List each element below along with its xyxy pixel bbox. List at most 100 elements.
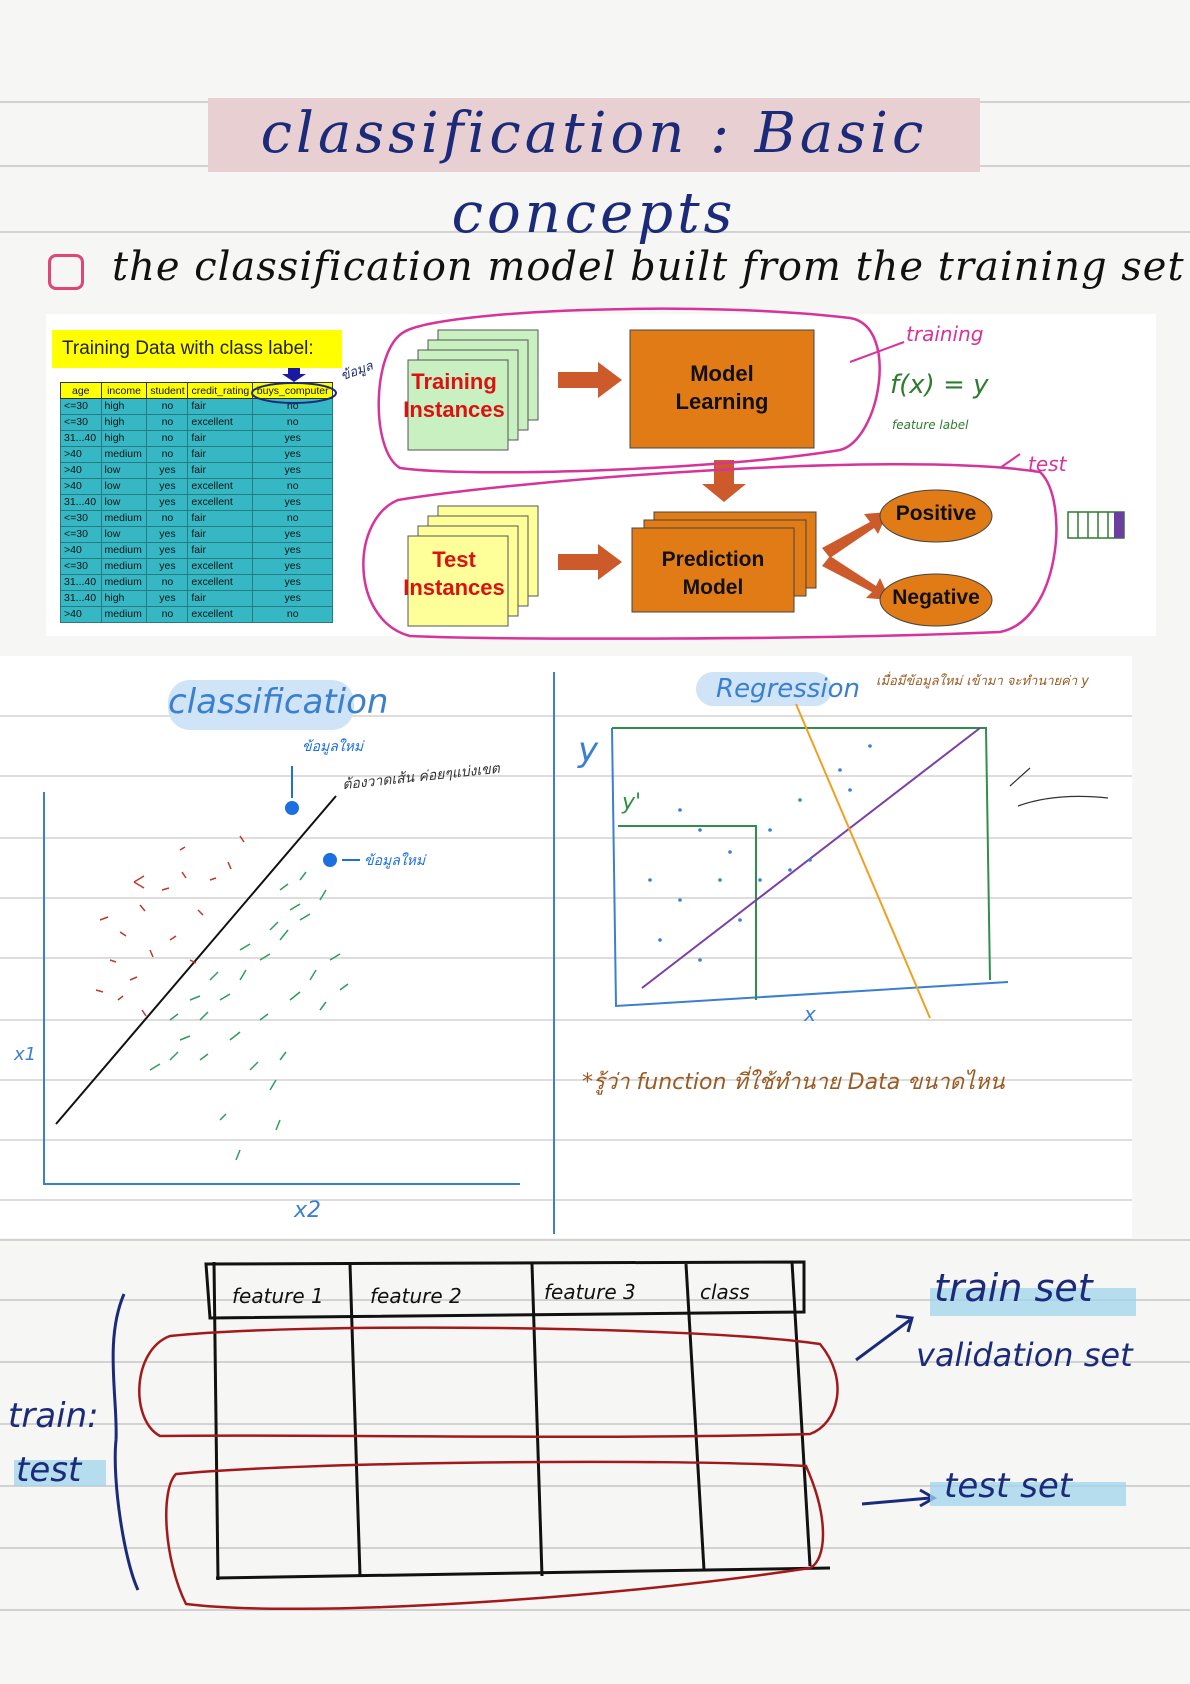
regression-points bbox=[648, 744, 872, 962]
page-title: classification : Basic concepts bbox=[260, 101, 928, 246]
prediction-word: Prediction bbox=[661, 548, 765, 571]
x2-label: x2 bbox=[294, 1198, 322, 1223]
table-cell: >40 bbox=[60, 606, 102, 623]
split-header-class: class bbox=[700, 1280, 750, 1304]
table-cell: excellent bbox=[187, 478, 254, 495]
prediction-model-box bbox=[631, 527, 795, 613]
training-instances-stack bbox=[407, 329, 539, 451]
table-cell: yes bbox=[252, 542, 333, 559]
table-cell: yes bbox=[252, 574, 333, 591]
checkbox-icon bbox=[48, 254, 84, 290]
training-note: training bbox=[906, 322, 984, 346]
table-cell: yes bbox=[252, 494, 333, 511]
brace bbox=[111, 1293, 140, 1591]
table-cell: 31...40 bbox=[60, 574, 102, 591]
split-header-feature-1: feature 1 bbox=[232, 1284, 324, 1308]
table-header-cell: credit_rating bbox=[187, 382, 254, 399]
training-loop bbox=[377, 307, 881, 474]
test-loop bbox=[362, 463, 1058, 640]
table-cell: medium bbox=[100, 510, 148, 527]
down-arrow-icon bbox=[702, 460, 746, 502]
classification-note: classification bbox=[168, 682, 389, 722]
table-cell: low bbox=[100, 478, 148, 495]
positive-ellipse bbox=[879, 489, 993, 543]
table-cell: yes bbox=[146, 494, 189, 511]
table-cell: high bbox=[100, 430, 148, 447]
arrow-icon bbox=[558, 362, 622, 398]
sketch-panel bbox=[0, 656, 1132, 1238]
prediction-model-label: Prediction Model bbox=[632, 546, 794, 602]
instances-word: Instances bbox=[403, 397, 505, 422]
table-cell: yes bbox=[146, 462, 189, 479]
new-data-note-2: ข้อมูลใหม่ bbox=[364, 853, 426, 869]
table-cell: medium bbox=[100, 446, 148, 463]
table-cell: excellent bbox=[187, 606, 254, 623]
negative-ellipse bbox=[879, 573, 993, 627]
table-cell: high bbox=[100, 398, 148, 415]
green-box bbox=[612, 727, 991, 981]
table-cell: excellent bbox=[187, 494, 254, 511]
test-note: test bbox=[1028, 452, 1067, 476]
table-cell: yes bbox=[146, 542, 189, 559]
test-instances-stack bbox=[407, 505, 539, 627]
training-data-label: Training Data with class label: bbox=[52, 330, 342, 368]
title-highlight bbox=[208, 98, 980, 172]
train-split-label: train: bbox=[8, 1396, 99, 1436]
model-learning-label: Model Learning bbox=[630, 360, 814, 416]
table-cell: >40 bbox=[60, 462, 102, 479]
table-cell: no bbox=[146, 606, 189, 623]
training-instances-label: Training Instances bbox=[396, 368, 512, 424]
section-heading: the classification model built from the … bbox=[112, 244, 1185, 290]
green-points bbox=[149, 871, 349, 1161]
new-point-2 bbox=[323, 853, 337, 867]
table-header-cell: buys_computer bbox=[252, 382, 333, 399]
y-axis-label: y bbox=[578, 730, 599, 770]
decision-boundary bbox=[55, 795, 337, 1125]
model-word-2: Model bbox=[682, 576, 744, 599]
orange-line bbox=[795, 703, 931, 1019]
table-cell: no bbox=[146, 430, 189, 447]
y-prime-label: y' bbox=[622, 790, 642, 815]
regression-thai-note: เมื่อมีข้อมูลใหม่ เข้ามา จะทำนายค่า y bbox=[876, 674, 1089, 689]
new-point-1 bbox=[285, 801, 299, 815]
arrow-icon bbox=[822, 556, 890, 600]
table-cell: <=30 bbox=[60, 414, 102, 431]
table-cell: fair bbox=[187, 542, 254, 559]
test-word: Test bbox=[432, 547, 476, 572]
test-set-note: test set bbox=[944, 1466, 1073, 1506]
fx-note: f(x) = y bbox=[890, 370, 989, 400]
positive-label: Positive bbox=[895, 502, 977, 525]
training-word: Training bbox=[411, 369, 497, 394]
table-cell: excellent bbox=[187, 558, 254, 575]
table-cell: high bbox=[100, 590, 148, 607]
function-note: *รู้ว่า function ที่ใช้ทำนาย Data ขนาดไห… bbox=[582, 1070, 1005, 1095]
table-cell: excellent bbox=[187, 574, 254, 591]
table-cell: no bbox=[252, 414, 333, 431]
table-cell: <=30 bbox=[60, 398, 102, 415]
x1-label: x1 bbox=[14, 1044, 37, 1065]
table-cell: no bbox=[252, 606, 333, 623]
arrow-icon bbox=[558, 544, 622, 580]
table-cell: medium bbox=[100, 542, 148, 559]
learning-word: Learning bbox=[675, 389, 769, 414]
feature-label-note: feature label bbox=[892, 418, 969, 432]
table-cell: fair bbox=[187, 462, 254, 479]
regression-note: Regression bbox=[716, 674, 860, 704]
table-cell: medium bbox=[100, 606, 148, 623]
table-cell: no bbox=[146, 446, 189, 463]
table-header-cell: income bbox=[100, 382, 148, 399]
test-split-label: test bbox=[16, 1450, 82, 1490]
model-learning-box bbox=[629, 329, 815, 449]
red-points bbox=[95, 835, 245, 1017]
table-cell: medium bbox=[100, 558, 148, 575]
